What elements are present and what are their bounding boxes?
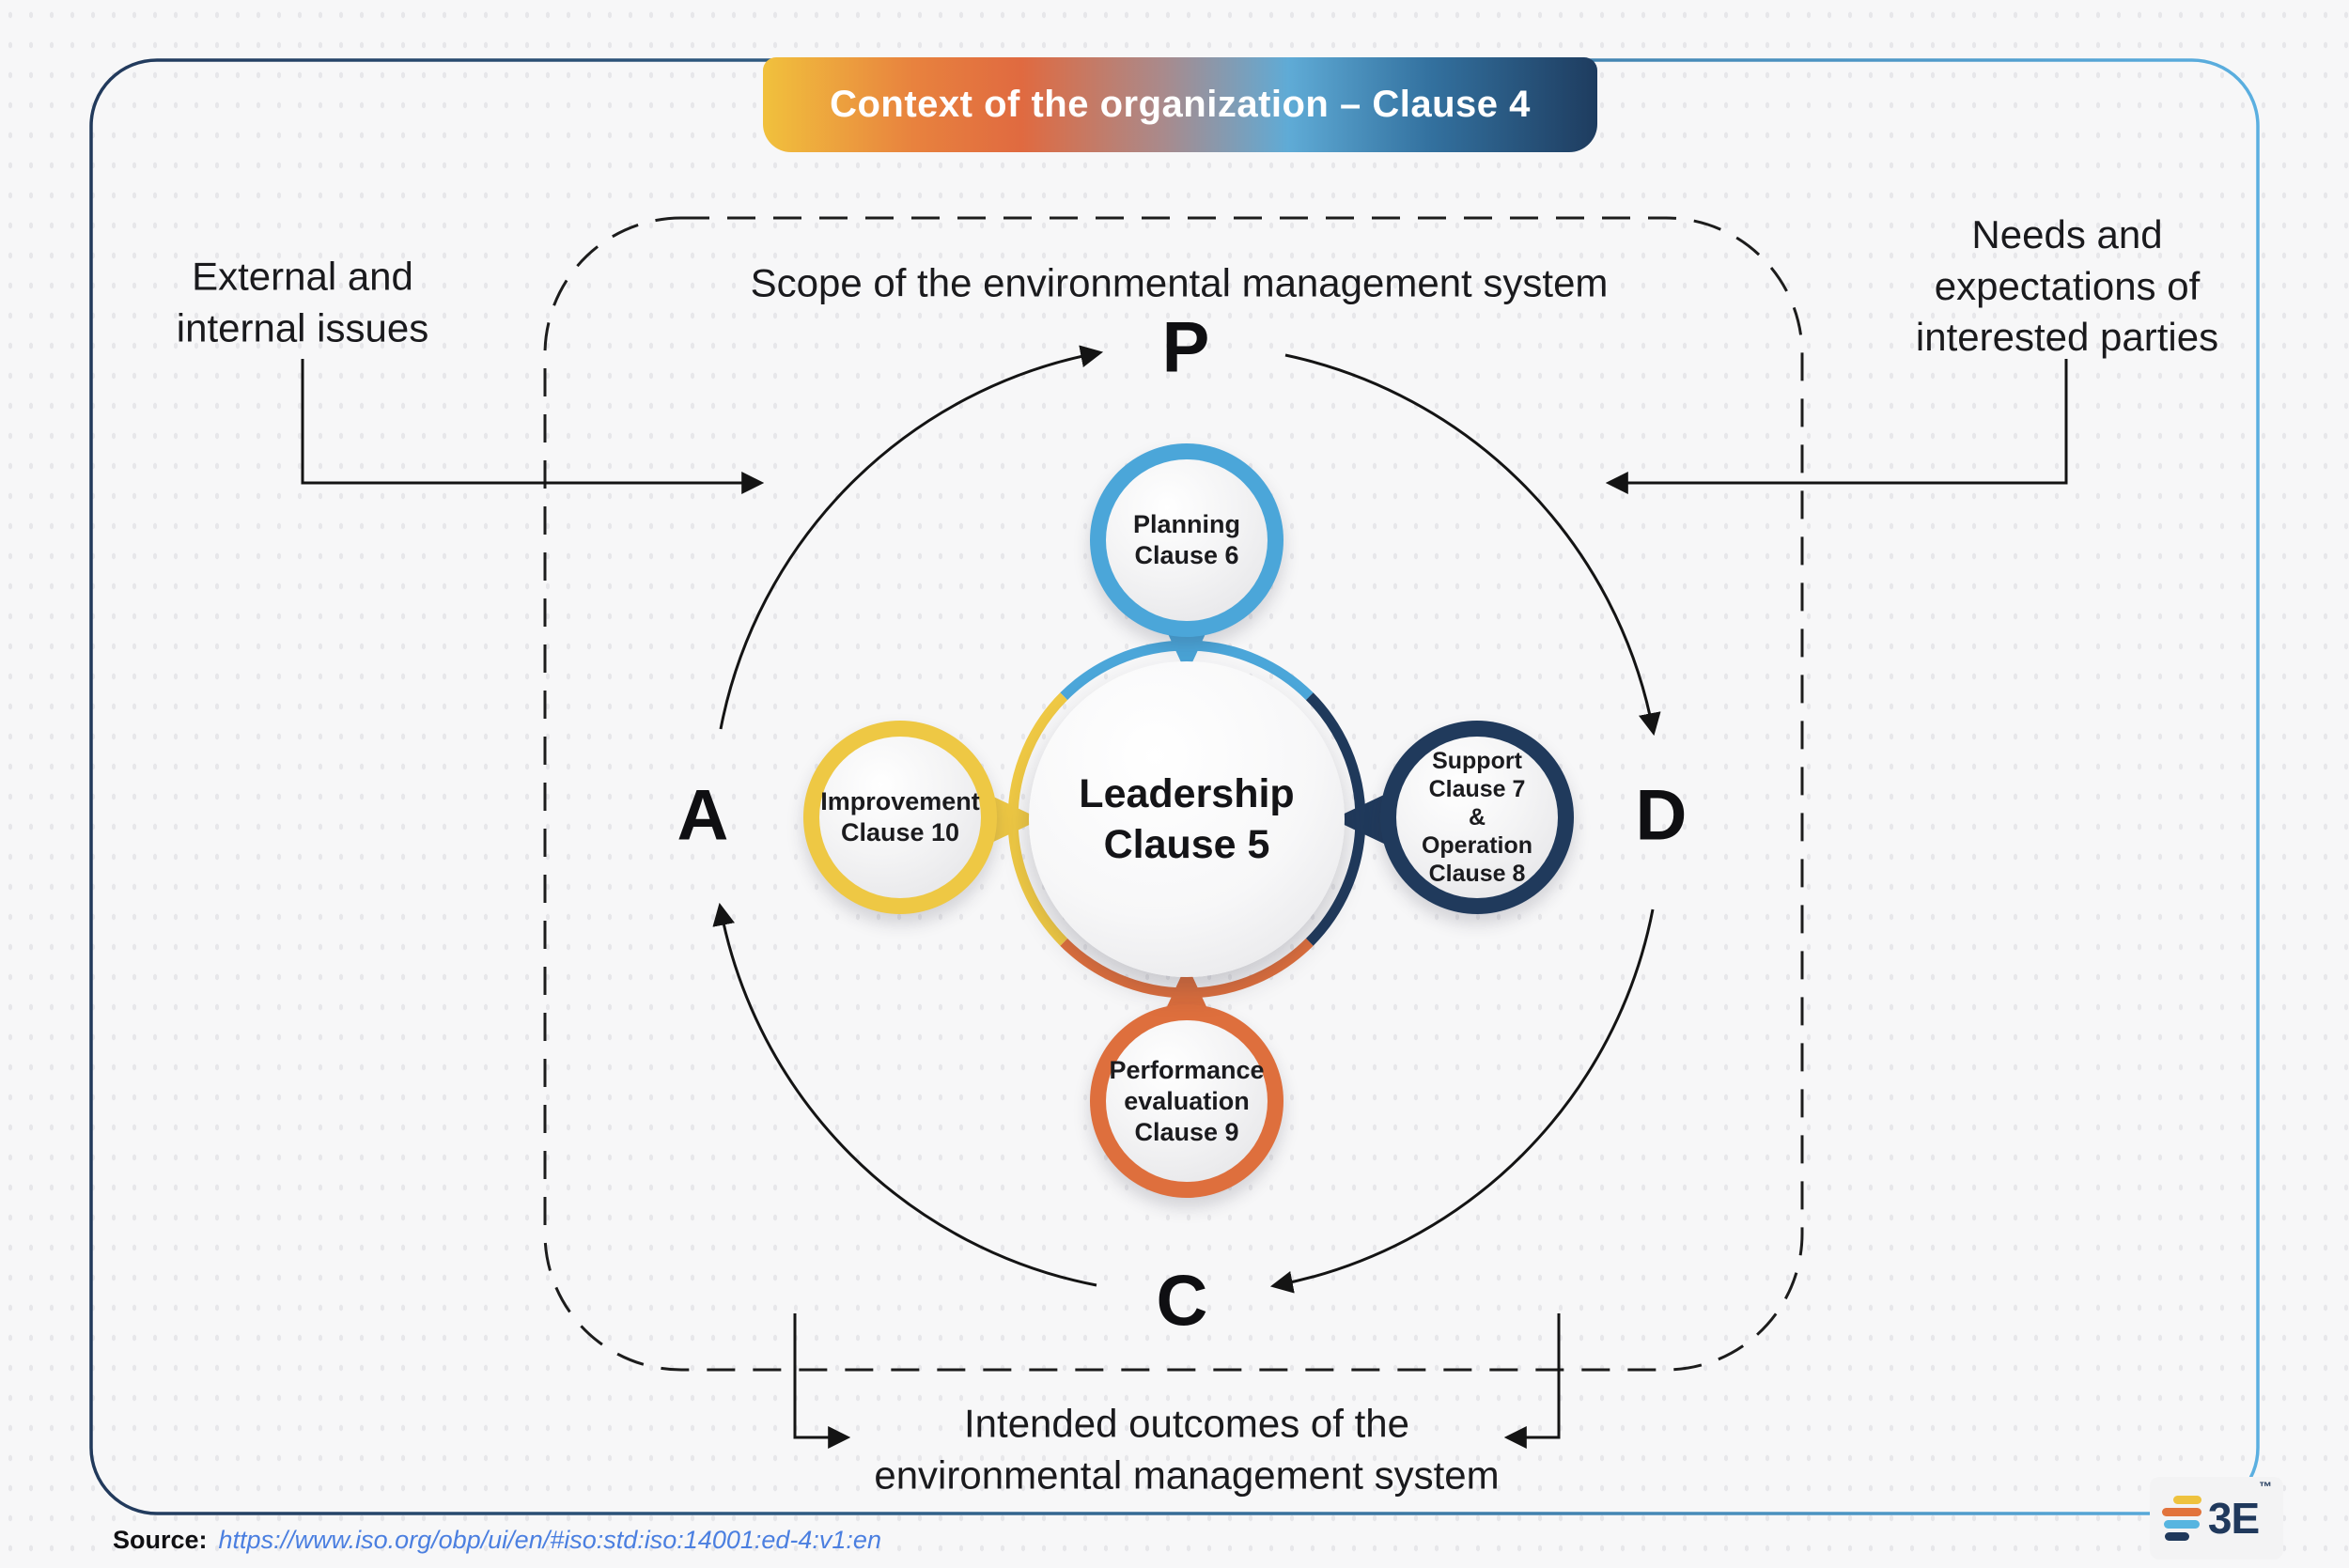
page-title: Context of the organization – Clause 4: [830, 84, 1531, 125]
letter-act: A: [677, 775, 729, 856]
3e-logo-wordmark: 3E™: [2207, 1479, 2272, 1543]
trademark-symbol: ™: [2259, 1479, 2272, 1494]
label-intended-outcomes: Intended outcomes of the environmental m…: [874, 1401, 1500, 1497]
3e-logo: 3E™: [2150, 1477, 2283, 1560]
circle-support-operation-clauses-7-8: Support Clause 7 & Operation Clause 8: [1380, 721, 1574, 914]
letter-plan: P: [1161, 307, 1210, 388]
circle-planning-clause-6: Planning Clause 6: [1090, 443, 1283, 637]
label-scope: Scope of the environmental management sy…: [750, 260, 1609, 305]
arc-check-to-act: [712, 902, 1097, 1287]
source-label: Source:: [113, 1526, 208, 1554]
scope-dashed-boundary: [543, 216, 1804, 1372]
arc-plan-to-do: [1284, 353, 1661, 737]
arc-act-to-plan: [719, 345, 1104, 730]
title-banner: Context of the organization – Clause 4: [763, 57, 1597, 152]
3e-logo-bars-icon: [2161, 1496, 2201, 1541]
letter-check: C: [1156, 1261, 1208, 1342]
source-line: Source: https://www.iso.org/obp/ui/en/#i…: [113, 1526, 881, 1555]
arrow-needs-expectations: [1605, 359, 2068, 494]
label-external-internal-issues: External and internal issues: [176, 254, 429, 349]
circle-improvement-clause-10: Improvement Clause 10: [803, 721, 997, 914]
circle-performance-evaluation-clause-9: Performance evaluation Clause 9: [1090, 1004, 1283, 1198]
arrow-intended-outcomes-right: [1503, 1313, 1561, 1449]
letter-do: D: [1635, 775, 1688, 856]
label-needs-expectations: Needs and expectations of interested par…: [1915, 212, 2219, 360]
arc-do-to-check: [1269, 908, 1655, 1294]
circle-leadership-clause-5: Leadership Clause 5: [1029, 661, 1345, 977]
arrow-external-issues: [301, 359, 765, 494]
source-link[interactable]: https://www.iso.org/obp/ui/en/#iso:std:i…: [218, 1526, 881, 1554]
arrow-intended-outcomes-left: [793, 1313, 851, 1449]
